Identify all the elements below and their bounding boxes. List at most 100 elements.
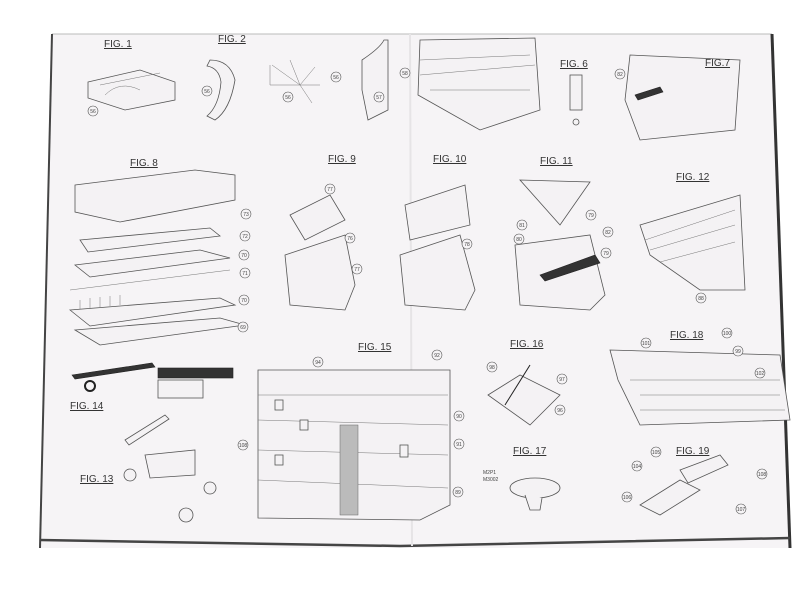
part-callout-circle bbox=[344, 232, 356, 244]
part-number: 56 bbox=[204, 89, 210, 95]
paper-bottom-border bbox=[39, 536, 791, 548]
part-callout-circle bbox=[431, 349, 443, 361]
part-callout-circle bbox=[754, 367, 766, 379]
part-callout-circle bbox=[602, 226, 614, 238]
part-number: 56 bbox=[285, 95, 291, 101]
figure-label: FIG. 1 bbox=[104, 39, 132, 50]
paper-left-edge bbox=[39, 33, 53, 549]
part-callout-circle bbox=[614, 68, 626, 80]
part-callout-circle bbox=[240, 208, 252, 220]
part-number: 92 bbox=[434, 353, 440, 359]
part-callout-circle bbox=[721, 327, 733, 339]
fig2-drawing bbox=[206, 59, 236, 121]
figure-label: FIG. 18 bbox=[670, 330, 704, 341]
fig17-code: M3002 bbox=[483, 477, 499, 483]
figure-label: FIG. 9 bbox=[328, 154, 356, 165]
part-callout-circle bbox=[453, 410, 465, 422]
part-callout-circle bbox=[621, 491, 633, 503]
fig14-drawing bbox=[71, 362, 156, 380]
figure-label: FIG. 11 bbox=[540, 156, 573, 167]
part-number: 91 bbox=[456, 442, 462, 448]
part-number: 69 bbox=[240, 325, 246, 331]
fig9-drawing bbox=[289, 194, 346, 241]
drawings bbox=[68, 37, 791, 523]
part-number: 78 bbox=[464, 242, 470, 248]
fig18-drawing bbox=[609, 349, 791, 426]
part-callout-circle bbox=[238, 294, 250, 306]
part-number: 107 bbox=[737, 507, 746, 513]
part-callout-circle bbox=[351, 263, 363, 275]
part-callout-circle bbox=[461, 238, 473, 250]
figure-label: FIG. 8 bbox=[130, 158, 158, 169]
part-number: 56 bbox=[333, 75, 339, 81]
part-callout-circle bbox=[600, 247, 612, 259]
figure-label: FIG. 16 bbox=[510, 339, 544, 350]
figure-label: FIG. 13 bbox=[80, 474, 114, 485]
part-callout-circle bbox=[324, 183, 336, 195]
figure-label: FIG.7 bbox=[705, 58, 730, 69]
fig11-drawing bbox=[519, 179, 591, 226]
part-callout-circle bbox=[631, 460, 643, 472]
figure-label: FIG. 17 bbox=[513, 446, 547, 457]
part-callout-circle bbox=[516, 219, 528, 231]
part-number: 98 bbox=[489, 365, 495, 371]
part-number: 72 bbox=[242, 234, 248, 240]
part-callout-circle bbox=[239, 267, 251, 279]
part-callout-circle bbox=[87, 105, 99, 117]
part-callout-circle bbox=[201, 85, 213, 97]
part-number: 101 bbox=[642, 341, 651, 347]
part-callout-circle bbox=[282, 91, 294, 103]
fig5-drawing bbox=[417, 37, 541, 131]
part-number: 94 bbox=[315, 360, 321, 366]
part-number: 76 bbox=[347, 236, 353, 242]
part-callout-circle bbox=[695, 292, 707, 304]
part-callout-circle bbox=[239, 230, 251, 242]
figure-label: FIG. 2 bbox=[218, 34, 246, 45]
part-number: 106 bbox=[623, 495, 632, 501]
part-number: 88 bbox=[698, 296, 704, 302]
part-number: 77 bbox=[327, 187, 333, 193]
part-number: 79 bbox=[603, 251, 609, 257]
fig1-drawing bbox=[87, 69, 176, 111]
part-callout-circle bbox=[732, 345, 744, 357]
part-number: 58 bbox=[402, 71, 408, 77]
part-number: 82 bbox=[605, 230, 611, 236]
part-number: 80 bbox=[516, 237, 522, 243]
part-callout-circle bbox=[312, 356, 324, 368]
part-number: 99 bbox=[735, 349, 741, 355]
fig6-drawing bbox=[569, 74, 583, 111]
part-number: 96 bbox=[557, 408, 563, 414]
part-callout-circle bbox=[238, 249, 250, 261]
fig8-drawing bbox=[74, 169, 236, 223]
part-callout-circle bbox=[330, 71, 342, 83]
part-callout-circle bbox=[640, 337, 652, 349]
part-callout-circle bbox=[650, 446, 662, 458]
part-number: 70 bbox=[241, 253, 247, 259]
figure-label: FIG. 12 bbox=[676, 172, 710, 183]
part-number: 82 bbox=[617, 72, 623, 78]
part-callout-circle bbox=[452, 486, 464, 498]
part-number: 57 bbox=[376, 95, 382, 101]
fig17-drawing bbox=[509, 477, 561, 499]
fig17-codes: M2P1 M3002 bbox=[483, 470, 499, 483]
part-callout-circle bbox=[513, 233, 525, 245]
figure-label: FIG. 14 bbox=[70, 401, 104, 412]
part-number: 56 bbox=[90, 109, 96, 115]
fig3-drawing bbox=[269, 59, 320, 104]
paper-right-edge bbox=[770, 33, 792, 549]
part-callout-circle bbox=[756, 468, 768, 480]
part-callout-circle bbox=[399, 67, 411, 79]
part-number: 108 bbox=[239, 443, 248, 449]
figure-label: FIG. 19 bbox=[676, 446, 710, 457]
part-number: 100 bbox=[723, 331, 732, 337]
part-number: 108 bbox=[758, 472, 767, 478]
part-callout-circle bbox=[735, 503, 747, 515]
part-callout-circle bbox=[237, 439, 249, 451]
part-callout-circle bbox=[453, 438, 465, 450]
part-number: 105 bbox=[652, 450, 661, 456]
part-number: 70 bbox=[241, 298, 247, 304]
fig19-drawing bbox=[639, 479, 701, 516]
part-number: 90 bbox=[456, 414, 462, 420]
